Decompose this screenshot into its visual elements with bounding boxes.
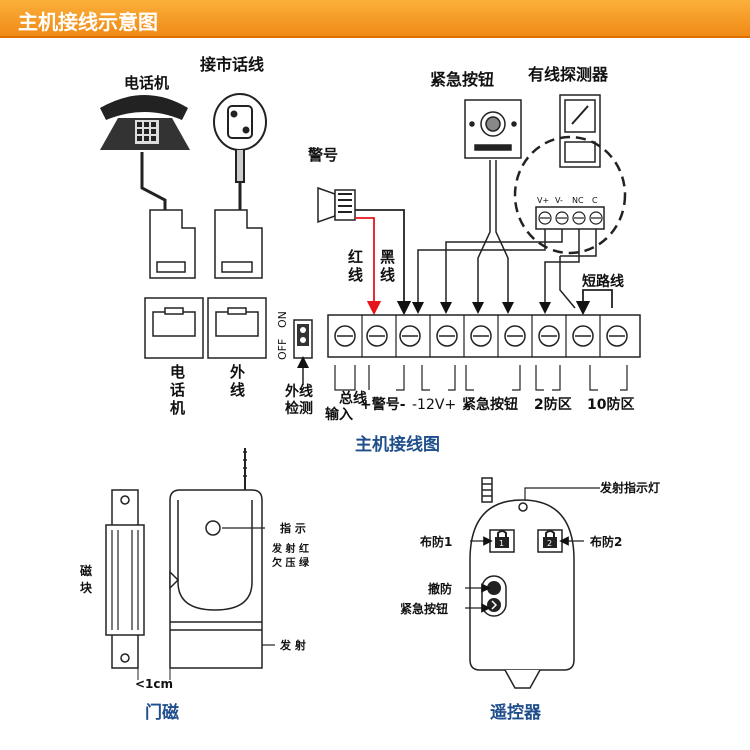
- emergency-terminal-label: 紧急按钮: [462, 396, 518, 413]
- main-diagram-caption: 主机接线图: [355, 434, 440, 455]
- line-detect-switch: [293, 319, 313, 359]
- bus-input-label: 输入: [325, 406, 353, 423]
- siren-label: 警号: [307, 146, 338, 164]
- emergency-key-label: 紧急按钮: [400, 601, 448, 616]
- red-wire-label: 红: [348, 248, 363, 266]
- disarm-button: [481, 575, 507, 617]
- switch-on-label: ON: [276, 311, 289, 328]
- wired-detector-icon: [559, 94, 601, 168]
- detector-pin-label: NC: [572, 196, 584, 205]
- magnet-label: 磁: [79, 563, 92, 578]
- switch-off-label: OFF: [276, 339, 289, 360]
- short-wire-label: 短路线: [582, 273, 624, 290]
- telephone-icon: [100, 95, 190, 150]
- detector-terminal-block: [535, 206, 605, 230]
- port-phone-label: 电: [170, 363, 185, 381]
- red-wire-label: 线: [348, 266, 363, 284]
- black-wire-label: 黑: [380, 248, 395, 266]
- door-magnet-caption: 门磁: [145, 702, 179, 723]
- door-transmitter-icon: [169, 448, 263, 669]
- phone-label: 电话机: [124, 74, 169, 92]
- wall-socket-icon: [213, 93, 267, 183]
- port-phone-label: 机: [170, 399, 185, 417]
- arm1-button: 1: [489, 529, 515, 553]
- zone2-label: 2防区: [534, 396, 572, 413]
- port-external-label: 线: [230, 381, 245, 399]
- detector-pin-label: V-: [555, 196, 563, 205]
- detector-pin-label: C: [592, 196, 598, 205]
- siren-terminal-label: +警号-: [360, 396, 406, 413]
- port-phone-label: 话: [170, 381, 185, 399]
- low-green-label: 欠 压 绿: [272, 556, 310, 569]
- power-terminal-label: -12V+: [412, 397, 456, 413]
- rj11-plug-icon: [149, 209, 196, 279]
- magnet-label: 块: [80, 580, 93, 595]
- siren-icon: [317, 186, 356, 224]
- rj11-plug-icon: [214, 209, 263, 279]
- port-external-label: 外: [229, 363, 245, 381]
- indicator-label: 指 示: [280, 521, 306, 535]
- arm2-button: 2: [537, 529, 563, 553]
- zone10-label: 10防区: [587, 396, 634, 413]
- key1-text: 1: [499, 539, 504, 548]
- emergency-button-label: 紧急按钮: [430, 70, 494, 89]
- tx-lamp-label: 发射指示灯: [599, 480, 660, 495]
- door-magnet-icon: [105, 489, 145, 669]
- arm1-label: 布防1: [420, 534, 452, 549]
- key2-text: 2: [547, 539, 552, 548]
- black-wire-label: 线: [380, 266, 395, 284]
- transmit-label: 发 射: [279, 638, 306, 652]
- tx-red-label: 发 射 红: [271, 542, 309, 555]
- header-title: 主机接线示意图: [18, 10, 158, 34]
- gap-label: <1cm: [135, 677, 173, 691]
- disarm-label: 撤防: [428, 581, 452, 596]
- wired-detector-label: 有线探测器: [528, 65, 609, 84]
- city-line-label: 接市话线: [200, 55, 264, 74]
- ext-detect-label: 外线: [285, 383, 313, 400]
- remote-caption: 遥控器: [490, 702, 542, 723]
- detector-zoom-outline: [513, 135, 627, 255]
- arm2-label: 布防2: [590, 534, 622, 549]
- ext-detect-label: 检测: [285, 400, 313, 417]
- main-terminal-block: [327, 314, 641, 358]
- header-bar: 主机接线示意图: [0, 0, 750, 38]
- detector-pin-label: V+: [537, 196, 549, 205]
- rj11-jack-icon: [144, 297, 267, 359]
- emergency-button-icon: [464, 99, 522, 159]
- bus-input-label: 总线: [339, 390, 367, 407]
